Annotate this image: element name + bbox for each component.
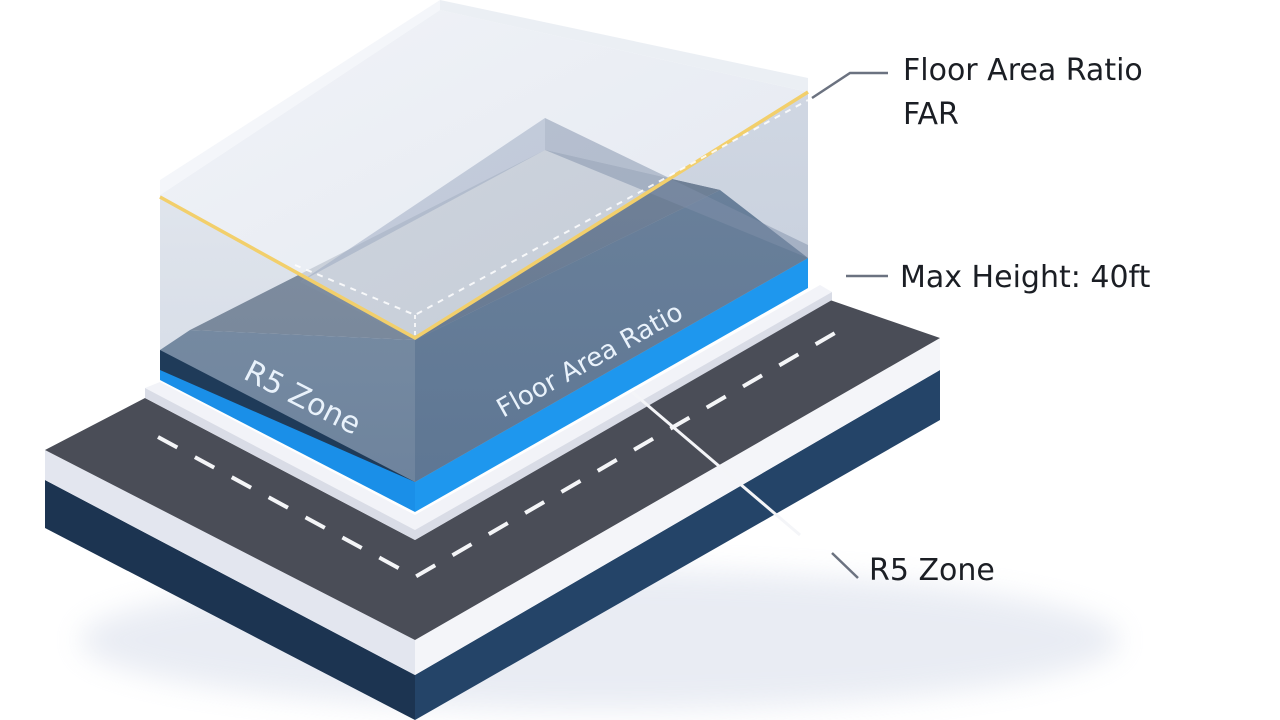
road-surface	[45, 300, 940, 640]
glass-upper-left	[160, 0, 440, 195]
height-limit-line	[159, 90, 809, 341]
zone-label: R5 Zone	[869, 553, 995, 588]
building: R5 Zone Floor Area Ratio	[159, 0, 809, 512]
road-rim-right	[415, 338, 940, 675]
glass-inner-wall	[300, 118, 545, 282]
zone-pointer-white	[631, 390, 801, 537]
far-label-line1: Floor Area Ratio	[903, 53, 1143, 88]
road-base-left-side	[45, 480, 415, 720]
glass-right-side	[415, 92, 808, 482]
glass-upper-right	[440, 0, 808, 92]
far-leader	[811, 71, 888, 100]
sidewalk-edge	[145, 292, 832, 540]
sidewalk	[145, 285, 832, 540]
road-rim-left	[45, 450, 415, 675]
road-base-right-side	[415, 370, 940, 720]
sidewalk-top	[145, 285, 832, 530]
blue-base-right	[415, 258, 808, 512]
glass-inner-wall-right	[545, 118, 808, 258]
road-slab	[45, 300, 940, 720]
far-label-line2: FAR	[903, 97, 959, 132]
lane-marking	[157, 331, 837, 580]
glass-left-side	[160, 195, 415, 482]
max-height-label: Max Height: 40ft	[900, 260, 1151, 295]
zone-leader	[831, 552, 859, 579]
leader-lines	[631, 71, 888, 579]
callouts: Floor Area Ratio FAR Max Height: 40ft R5…	[869, 53, 1151, 588]
